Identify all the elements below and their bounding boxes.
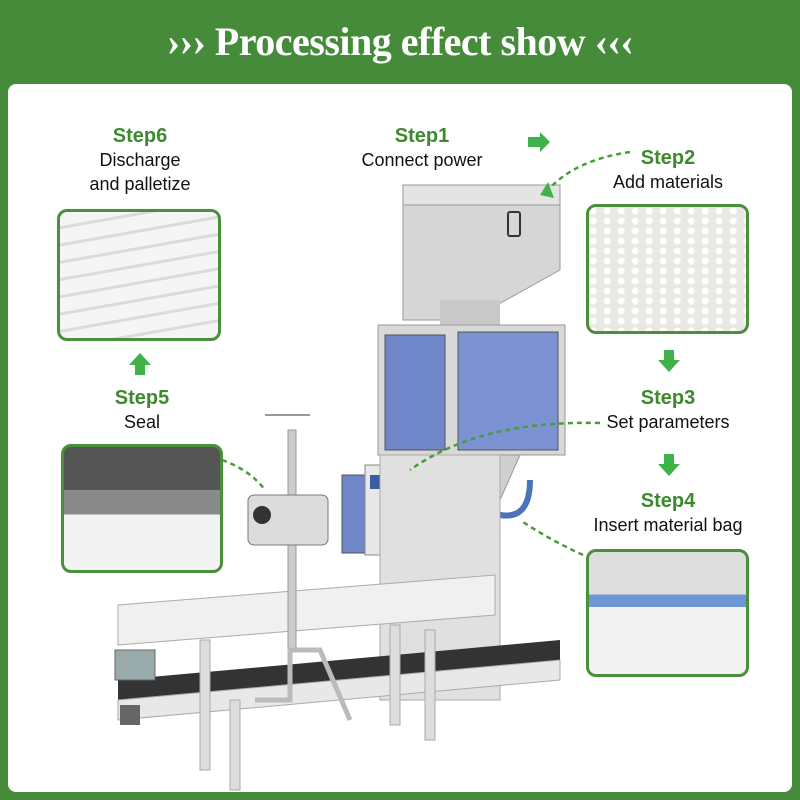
step3: Step3 Set parameters — [606, 386, 729, 434]
step5-desc: Seal — [123, 412, 161, 432]
photo-sealing-machine — [61, 444, 223, 573]
step5: Step5 Seal — [115, 386, 169, 434]
step5-title: Step5 — [114, 387, 170, 409]
arrow-step3-to-control — [409, 421, 601, 472]
step4-desc: Insert material bag — [593, 515, 743, 535]
step1-title: Step1 — [394, 125, 450, 147]
photo-palletized-bags — [57, 209, 221, 341]
step4: Step4 Insert material bag — [593, 489, 742, 537]
arrow-down-icon — [658, 454, 680, 476]
step6-title: Step6 — [112, 125, 168, 147]
step1: Step1 Connect power — [361, 124, 482, 172]
arrow-step4-to-clamp — [519, 518, 584, 557]
step3-title: Step3 — [640, 387, 696, 409]
page-title: ››› Processing effect show ‹‹‹ — [166, 19, 634, 64]
step1-desc: Connect power — [361, 150, 483, 170]
step6: Step6 Discharge and palletize — [89, 124, 190, 196]
photo-rice-grains — [586, 204, 749, 334]
step3-desc: Set parameters — [606, 412, 730, 432]
step2: Step2 Add materials — [613, 146, 723, 194]
step6-desc: Discharge — [99, 150, 181, 170]
arrow-up-icon — [129, 353, 151, 375]
arrow-step5-to-sewing — [221, 458, 266, 491]
arrow-right-icon — [528, 132, 550, 152]
step2-title: Step2 — [640, 147, 696, 169]
arrow-step2-to-hopper — [547, 150, 631, 191]
step6-desc-line2: and palletize — [89, 174, 191, 194]
step2-desc: Add materials — [612, 172, 724, 192]
arrow-down-icon — [658, 350, 680, 372]
step4-title: Step4 — [640, 490, 696, 512]
photo-bag-clamp — [586, 549, 749, 677]
